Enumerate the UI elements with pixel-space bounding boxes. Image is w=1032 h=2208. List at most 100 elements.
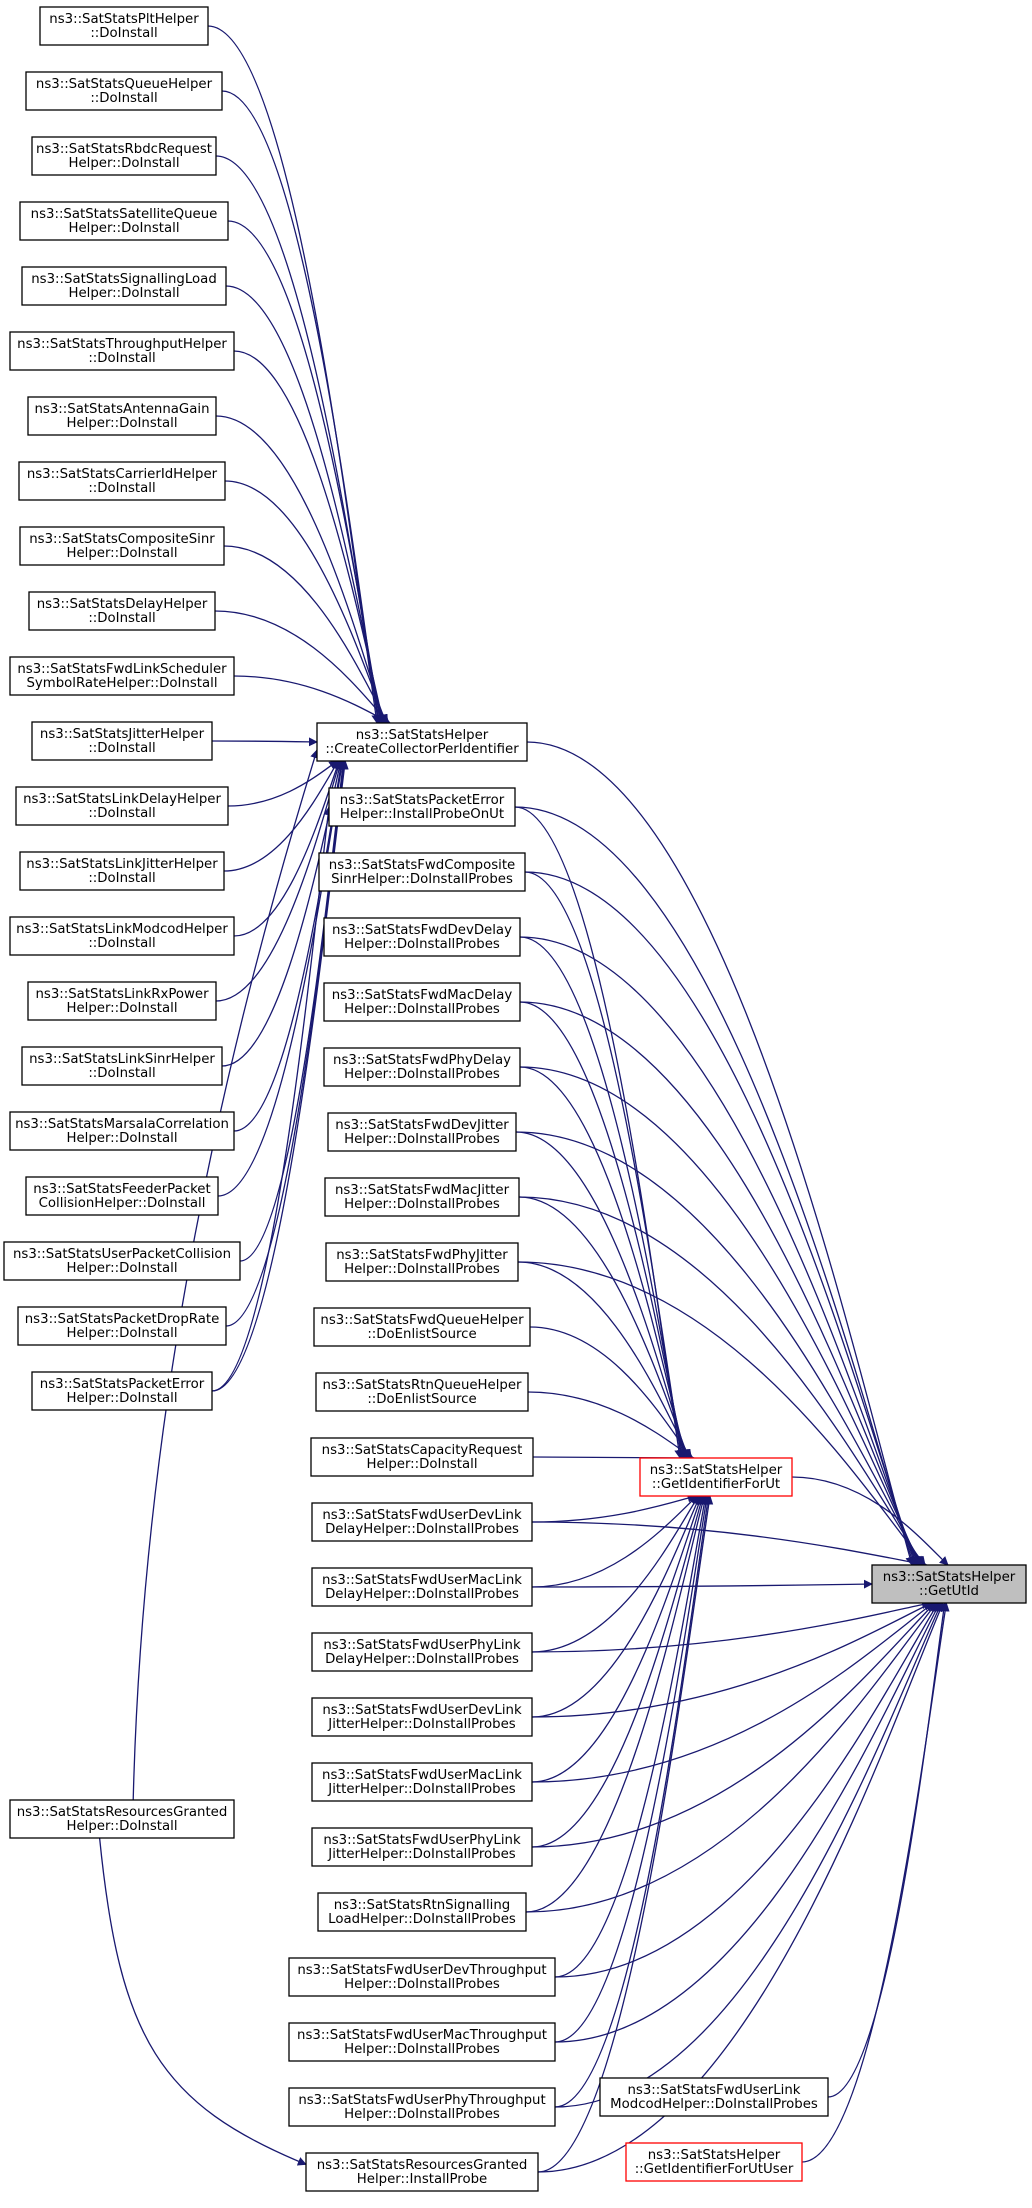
node-box: [288, 1957, 556, 1997]
node-sat-stats-throughput-helper-do-install[interactable]: ns3::SatStatsThroughputHelper::DoInstall: [9, 331, 235, 371]
node-sat-stats-helper-get-identifier-for-ut[interactable]: ns3::SatStatsHelper::GetIdentifierForUt: [639, 1457, 793, 1497]
node-label-line-1: ns3::SatStatsLinkJitterHelper: [26, 857, 218, 872]
edge-fwdphydelay-getutid: [519, 1066, 921, 1566]
node-label-line-1: ns3::SatStatsLinkModcodHelper: [16, 922, 228, 937]
edge-compsinr-cpi: [223, 545, 389, 724]
node-label-line-2: Helper::DoInstall: [66, 416, 177, 431]
node-sat-stats-fwd-user-phy-throughput-helper-do-install-probes[interactable]: ns3::SatStatsFwdUserPhyThroughputHelper:…: [288, 2087, 556, 2127]
node-sat-stats-delay-helper-do-install[interactable]: ns3::SatStatsDelayHelper::DoInstall: [28, 591, 216, 631]
node-sat-stats-resources-granted-helper-install-probe[interactable]: ns3::SatStatsResourcesGrantedHelper::Ins…: [305, 2152, 539, 2192]
node-label-line-1: ns3::SatStatsFwdPhyDelay: [333, 1053, 511, 1068]
node-sat-stats-rtn-signalling-load-helper-do-install-probes[interactable]: ns3::SatStatsRtnSignallingLoadHelper::Do…: [317, 1892, 527, 1932]
edge-resgranted-resprobe: [98, 1837, 307, 2166]
node-label-line-2: Helper::DoInstallProbes: [344, 937, 500, 952]
node-sat-stats-link-sinr-helper-do-install[interactable]: ns3::SatStatsLinkSinrHelper::DoInstall: [21, 1046, 223, 1086]
node-sat-stats-helper-get-identifier-for-ut-user[interactable]: ns3::SatStatsHelper::GetIdentifierForUtU…: [625, 2142, 803, 2182]
node-label-line-1: ns3::SatStatsFwdMacDelay: [332, 988, 513, 1003]
node-label-line-1: ns3::SatStatsLinkRxPower: [35, 987, 209, 1002]
node-sat-stats-fwd-phy-jitter-helper-do-install-probes[interactable]: ns3::SatStatsFwdPhyJitterHelper::DoInsta…: [325, 1242, 519, 1282]
node-box: [17, 1306, 227, 1346]
node-label-line-1: ns3::SatStatsFwdLinkScheduler: [17, 662, 227, 677]
node-sat-stats-fwd-mac-delay-helper-do-install-probes[interactable]: ns3::SatStatsFwdMacDelayHelper::DoInstal…: [323, 982, 521, 1022]
node-sat-stats-packet-error-helper-do-install[interactable]: ns3::SatStatsPacketErrorHelper::DoInstal…: [31, 1371, 213, 1411]
node-sat-stats-fwd-user-dev-link-delay-helper-do-install-probes[interactable]: ns3::SatStatsFwdUserDevLinkDelayHelper::…: [311, 1502, 533, 1542]
node-sat-stats-marsala-correlation-helper-do-install[interactable]: ns3::SatStatsMarsalaCorrelationHelper::D…: [9, 1111, 235, 1151]
edge-rtnqueue-gifu: [527, 1391, 694, 1459]
node-label-line-1: ns3::SatStatsUserPacketCollision: [13, 1247, 231, 1262]
node-sat-stats-link-delay-helper-do-install[interactable]: ns3::SatStatsLinkDelayHelper::DoInstall: [15, 786, 229, 826]
node-label-line-2: JitterHelper::DoInstallProbes: [327, 1847, 515, 1862]
node-label-line-2: Helper::DoInstallProbes: [344, 1262, 500, 1277]
edge-resprobe-getutid: [537, 1602, 945, 2173]
node-sat-stats-satellite-queue-helper-do-install[interactable]: ns3::SatStatsSatelliteQueueHelper::DoIns…: [19, 201, 229, 241]
node-sat-stats-rtn-queue-helper-do-enlist-source[interactable]: ns3::SatStatsRtnQueueHelper::DoEnlistSou…: [315, 1372, 529, 1412]
node-label-line-2: Helper::DoInstall: [66, 1819, 177, 1834]
node-sat-stats-user-packet-collision-helper-do-install[interactable]: ns3::SatStatsUserPacketCollisionHelper::…: [3, 1241, 241, 1281]
node-label-line-1: ns3::SatStatsFwdQueueHelper: [320, 1313, 524, 1328]
node-box: [315, 1372, 529, 1412]
node-sat-stats-composite-sinr-helper-do-install[interactable]: ns3::SatStatsCompositeSinrHelper::DoInst…: [19, 526, 225, 566]
edge-fwdmacjitter-gifu: [518, 1196, 690, 1459]
node-label-line-1: ns3::SatStatsRtnQueueHelper: [322, 1378, 522, 1393]
node-label-line-1: ns3::SatStatsFwdUserDevLink: [322, 1703, 522, 1718]
edge-jitter-cpi: [211, 737, 318, 747]
node-sat-stats-fwd-user-mac-link-delay-helper-do-install-probes[interactable]: ns3::SatStatsFwdUserMacLinkDelayHelper::…: [311, 1567, 533, 1607]
node-sat-stats-fwd-user-mac-link-jitter-helper-do-install-probes[interactable]: ns3::SatStatsFwdUserMacLinkJitterHelper:…: [311, 1762, 533, 1802]
node-sat-stats-fwd-phy-delay-helper-do-install-probes[interactable]: ns3::SatStatsFwdPhyDelayHelper::DoInstal…: [323, 1047, 521, 1087]
node-sat-stats-packet-drop-rate-helper-do-install[interactable]: ns3::SatStatsPacketDropRateHelper::DoIns…: [17, 1306, 227, 1346]
node-sat-stats-capacity-request-helper-do-install[interactable]: ns3::SatStatsCapacityRequestHelper::DoIn…: [310, 1437, 534, 1477]
node-sat-stats-jitter-helper-do-install[interactable]: ns3::SatStatsJitterHelper::DoInstall: [31, 721, 213, 761]
node-sat-stats-fwd-user-link-modcod-helper-do-install-probes[interactable]: ns3::SatStatsFwdUserLinkModcodHelper::Do…: [599, 2077, 829, 2117]
node-label-line-2: Helper::DoInstallProbes: [344, 1197, 500, 1212]
node-sat-stats-link-jitter-helper-do-install[interactable]: ns3::SatStatsLinkJitterHelper::DoInstall: [19, 851, 225, 891]
node-sat-stats-fwd-user-phy-link-delay-helper-do-install-probes[interactable]: ns3::SatStatsFwdUserPhyLinkDelayHelper::…: [311, 1632, 533, 1672]
node-label-line-1: ns3::SatStatsCompositeSinr: [29, 532, 215, 547]
node-sat-stats-helper-create-collector-per-identifier[interactable]: ns3::SatStatsHelper::CreateCollectorPerI…: [316, 722, 528, 762]
node-box: [871, 1564, 1027, 1604]
node-sat-stats-antenna-gain-helper-do-install[interactable]: ns3::SatStatsAntennaGainHelper::DoInstal…: [27, 396, 217, 436]
node-sat-stats-fwd-user-dev-throughput-helper-do-install-probes[interactable]: ns3::SatStatsFwdUserDevThroughputHelper:…: [288, 1957, 556, 1997]
node-sat-stats-link-modcod-helper-do-install[interactable]: ns3::SatStatsLinkModcodHelper::DoInstall: [9, 916, 235, 956]
node-sat-stats-plt-helper-do-install[interactable]: ns3::SatStatsPltHelper::DoInstall: [39, 6, 209, 46]
node-label-line-2: ::DoInstall: [90, 26, 157, 41]
node-label-line-2: DelayHelper::DoInstallProbes: [325, 1652, 519, 1667]
node-sat-stats-resources-granted-helper-do-install[interactable]: ns3::SatStatsResourcesGrantedHelper::DoI…: [9, 1799, 235, 1839]
edge-fwdphyjitter-gifu: [517, 1261, 691, 1459]
node-sat-stats-fwd-dev-jitter-helper-do-install-probes[interactable]: ns3::SatStatsFwdDevJitterHelper::DoInsta…: [327, 1112, 517, 1152]
edge-linkdelay-cpi: [227, 760, 339, 807]
node-box: [39, 6, 209, 46]
node-sat-stats-feeder-packet-collision-helper-do-install[interactable]: ns3::SatStatsFeederPacketCollisionHelper…: [25, 1176, 219, 1216]
node-label-line-2: ::DoInstall: [88, 936, 155, 951]
node-sat-stats-link-rx-power-helper-do-install[interactable]: ns3::SatStatsLinkRxPowerHelper::DoInstal…: [27, 981, 217, 1021]
node-label-line-2: Helper::DoInstall: [68, 221, 179, 236]
node-sat-stats-carrier-id-helper-do-install[interactable]: ns3::SatStatsCarrierIdHelper::DoInstall: [18, 461, 226, 501]
edge-fwdsched-cpi: [233, 675, 391, 724]
node-label-line-1: ns3::SatStatsMarsalaCorrelation: [15, 1117, 229, 1132]
node-box: [19, 526, 225, 566]
node-sat-stats-fwd-user-dev-link-jitter-helper-do-install-probes[interactable]: ns3::SatStatsFwdUserDevLinkJitterHelper:…: [311, 1697, 533, 1737]
node-label-line-1: ns3::SatStatsPacketError: [340, 793, 505, 808]
node-sat-stats-fwd-user-mac-throughput-helper-do-install-probes[interactable]: ns3::SatStatsFwdUserMacThroughputHelper:…: [288, 2022, 556, 2062]
node-sat-stats-fwd-composite-sinr-helper-do-install-probes[interactable]: ns3::SatStatsFwdCompositeSinrHelper::DoI…: [318, 852, 526, 892]
node-box: [639, 1457, 793, 1497]
node-box: [31, 136, 217, 176]
node-label-line-2: Helper::DoInstall: [66, 1326, 177, 1341]
node-label-line-1: ns3::SatStatsFwdComposite: [329, 858, 515, 873]
node-sat-stats-fwd-user-phy-link-jitter-helper-do-install-probes[interactable]: ns3::SatStatsFwdUserPhyLinkJitterHelper:…: [311, 1827, 533, 1867]
edge-ufdevjitter-gifu: [531, 1495, 701, 1718]
node-sat-stats-queue-helper-do-install[interactable]: ns3::SatStatsQueueHelper::DoInstall: [25, 71, 223, 111]
node-sat-stats-fwd-mac-jitter-helper-do-install-probes[interactable]: ns3::SatStatsFwdMacJitterHelper::DoInsta…: [324, 1177, 520, 1217]
node-sat-stats-fwd-dev-delay-helper-do-install-probes[interactable]: ns3::SatStatsFwdDevDelayHelper::DoInstal…: [323, 917, 521, 957]
node-sat-stats-fwd-queue-helper-do-enlist-source[interactable]: ns3::SatStatsFwdQueueHelper::DoEnlistSou…: [313, 1307, 531, 1347]
node-box: [325, 1242, 519, 1282]
node-sat-stats-signalling-load-helper-do-install[interactable]: ns3::SatStatsSignallingLoadHelper::DoIns…: [21, 266, 227, 306]
node-sat-stats-fwd-link-scheduler-symbol-rate-helper-do-install[interactable]: ns3::SatStatsFwdLinkSchedulerSymbolRateH…: [9, 656, 235, 696]
node-label-line-1: ns3::SatStatsJitterHelper: [40, 727, 205, 742]
node-box: [316, 722, 528, 762]
node-sat-stats-helper-get-ut-id: ns3::SatStatsHelper::GetUtId: [871, 1564, 1027, 1604]
node-label-line-1: ns3::SatStatsResourcesGranted: [317, 2158, 528, 2173]
node-sat-stats-rbdc-request-helper-do-install[interactable]: ns3::SatStatsRbdcRequestHelper::DoInstal…: [31, 136, 217, 176]
node-box: [311, 1827, 533, 1867]
node-sat-stats-packet-error-helper-install-probe-on-ut[interactable]: ns3::SatStatsPacketErrorHelper::InstallP…: [328, 787, 516, 827]
